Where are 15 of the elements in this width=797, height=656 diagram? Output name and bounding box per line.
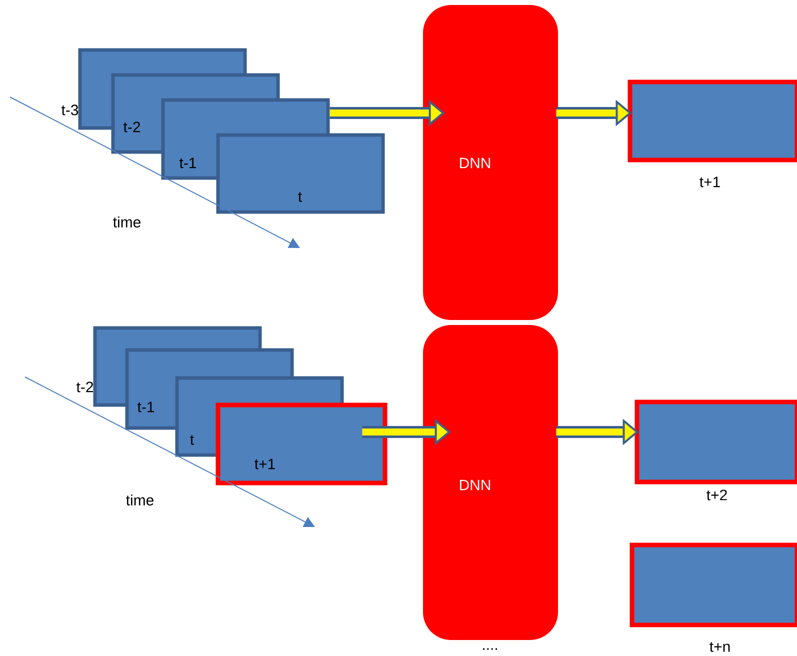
axis-label: time	[126, 494, 154, 506]
beside-text: ....	[483, 648, 497, 650]
node-label: t+1	[700, 176, 720, 188]
frame-box: t+1	[216, 402, 388, 486]
network-block: DNN	[423, 5, 558, 320]
node-label: t-3	[61, 104, 78, 116]
network-block: DNN	[423, 325, 558, 640]
frame-box: t+1	[628, 80, 797, 188]
frame-box: t+2	[634, 400, 797, 500]
node-label: t+n	[710, 642, 730, 652]
axis-label: time	[113, 216, 140, 228]
node-label: t+2	[706, 490, 727, 500]
frame-box: t	[216, 133, 385, 214]
frame-box: t+n	[630, 542, 797, 652]
node-label: t-2	[76, 382, 94, 392]
